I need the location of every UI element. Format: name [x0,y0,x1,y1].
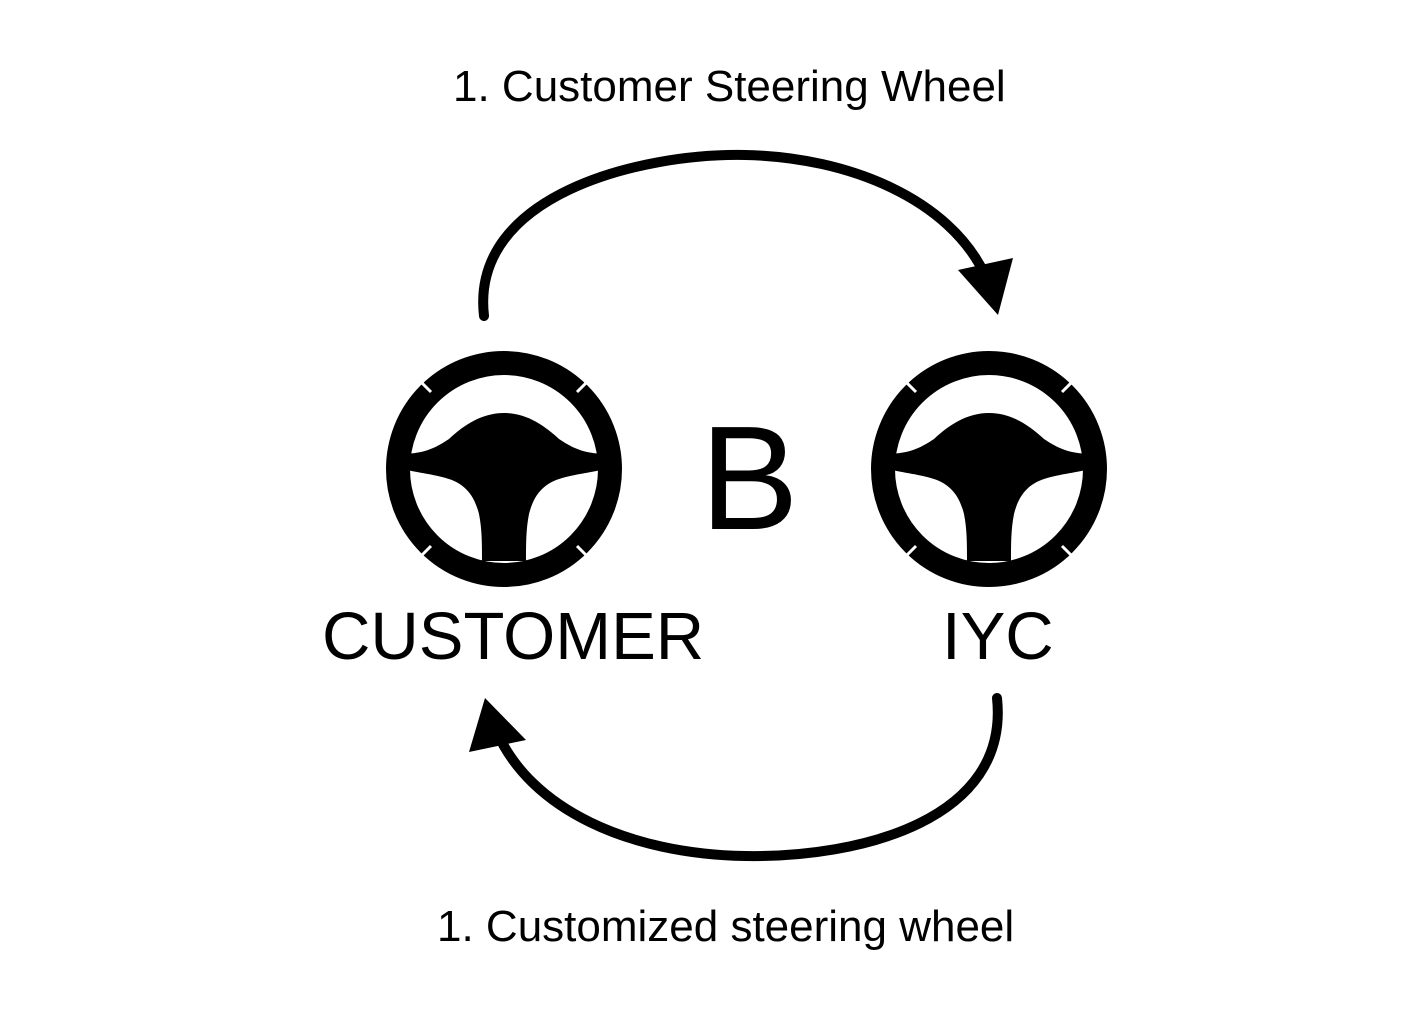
flow-label-bottom: 1. Customized steering wheel [437,902,1015,951]
arrowhead-bottom [469,698,526,752]
flow-label-top: 1. Customer Steering Wheel [453,62,1006,111]
steering-wheel-icon [883,363,1095,575]
party-label-customer: CUSTOMER [322,599,705,674]
center-letter: B [700,396,799,561]
flow-arrow-bottom [469,693,1003,862]
steering-wheel-icon [398,363,610,575]
arrowhead-top [958,258,1013,315]
flow-arrow-top [478,149,1013,321]
party-label-iyc: IYC [942,599,1054,674]
